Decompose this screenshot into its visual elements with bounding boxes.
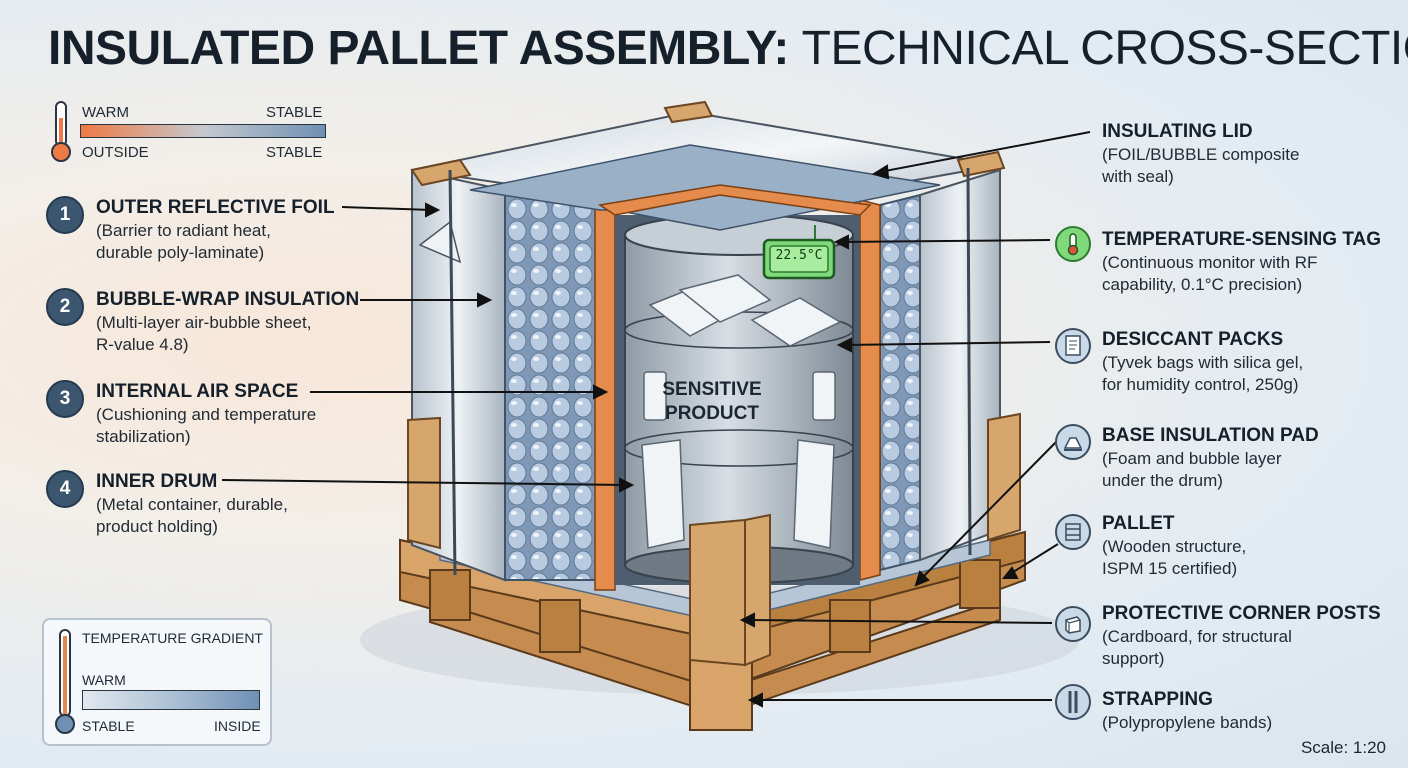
callout-description: (Metal container, durable, product holdi… (96, 495, 288, 536)
thermometer-icon (55, 629, 75, 734)
title-bold: INSULATED PALLET ASSEMBLY: (48, 22, 789, 75)
insulating-lid (411, 110, 1001, 231)
callout-number-1: 1 (46, 196, 84, 234)
callout-description: (FOIL/BUBBLE composite with seal) (1102, 145, 1300, 186)
legend-gradient-bar (80, 124, 326, 138)
callout-description: (Foam and bubble layer under the drum) (1102, 449, 1282, 490)
callout-description: (Wooden structure, ISPM 15 certified) (1102, 537, 1247, 578)
callout-description: (Tyvek bags with silica gel, for humidit… (1102, 353, 1304, 394)
callout-pallet: PALLET (Wooden structure, ISPM 15 certif… (1102, 512, 1246, 580)
gradient-warm-label: WARM (82, 672, 126, 688)
callout-description: (Cushioning and temperature stabilizatio… (96, 405, 317, 446)
strap-icon (1055, 684, 1091, 720)
legend-warm-label: WARM (82, 104, 129, 121)
callout-temperature-sensing-tag: TEMPERATURE-SENSING TAG (Continuous moni… (1102, 228, 1381, 296)
callout-number-3: 3 (46, 380, 84, 418)
callout-heading: PALLET (1102, 513, 1175, 534)
gradient-bar (82, 690, 260, 710)
base-pad-icon (1055, 424, 1091, 460)
callout-number-2: 2 (46, 288, 84, 326)
thermometer-icon (51, 101, 71, 162)
temperature-gradient-legend: TEMPERATURE GRADIENT WARM STABLE INSIDE (42, 618, 272, 746)
callout-protective-corner-posts: PROTECTIVE CORNER POSTS (Cardboard, for … (1102, 602, 1381, 670)
callout-heading: INNER DRUM (96, 471, 218, 492)
callout-description: (Cardboard, for structural support) (1102, 627, 1292, 668)
callout-description: (Barrier to radiant heat, durable poly-l… (96, 221, 271, 262)
callout-heading: INTERNAL AIR SPACE (96, 381, 299, 402)
temperature-scale-legend: WARM STABLE OUTSIDE STABLE (46, 98, 336, 168)
pallet-icon (1055, 514, 1091, 550)
gradient-inside-label: INSIDE (214, 718, 261, 734)
gradient-stable-label: STABLE (82, 718, 135, 734)
tag-temperature-readout: 22.5°C (775, 248, 823, 263)
title-light: TECHNICAL CROSS-SECTION (801, 22, 1408, 75)
callout-heading: BASE INSULATION PAD (1102, 425, 1319, 446)
bubble-wrap-left-layer (504, 188, 601, 581)
callout-description: (Polypropylene bands) (1102, 713, 1273, 732)
callout-bubble-wrap-insulation: BUBBLE-WRAP INSULATION (Multi-layer air-… (96, 288, 359, 356)
desiccant-packs (641, 274, 842, 549)
gradient-legend-title: TEMPERATURE GRADIENT (82, 630, 263, 646)
page-title: INSULATED PALLET ASSEMBLY: TECHNICAL CRO… (48, 20, 1408, 78)
protective-corner-posts (407, 100, 1021, 667)
callout-base-insulation-pad: BASE INSULATION PAD (Foam and bubble lay… (1102, 424, 1319, 492)
callout-strapping: STRAPPING (Polypropylene bands) (1102, 688, 1272, 734)
callout-heading: BUBBLE-WRAP INSULATION (96, 289, 360, 310)
callout-heading: INSULATING LID (1102, 121, 1253, 142)
callout-inner-drum: INNER DRUM (Metal container, durable, pr… (96, 470, 288, 538)
box-icon (1055, 606, 1091, 642)
leader-lines (221, 131, 1091, 708)
callout-heading: STRAPPING (1102, 689, 1213, 710)
temperature-sensing-tag (762, 225, 836, 280)
legend-outside-label: OUTSIDE (82, 144, 149, 161)
callout-desiccant-packs: DESICCANT PACKS (Tyvek bags with silica … (1102, 328, 1303, 396)
warm-inner-lining-right (859, 199, 881, 581)
callout-internal-air-space: INTERNAL AIR SPACE (Cushioning and tempe… (96, 380, 316, 448)
legend-stable-label: STABLE (266, 104, 323, 121)
scale-note: Scale: 1:20 (1300, 738, 1386, 757)
callout-description: (Multi-layer air-bubble sheet, R-value 4… (96, 313, 312, 354)
callout-number-4: 4 (46, 470, 84, 508)
legend-stable-label-2: STABLE (266, 144, 323, 161)
callout-heading: PROTECTIVE CORNER POSTS (1102, 603, 1381, 624)
callout-heading: DESICCANT PACKS (1102, 329, 1284, 350)
callout-insulating-lid: INSULATING LID (FOIL/BUBBLE composite wi… (1102, 120, 1299, 188)
thermometer-icon (1055, 226, 1091, 262)
document-icon (1055, 328, 1091, 364)
callout-description: (Continuous monitor with RF capability, … (1102, 253, 1318, 294)
strapping-bands (448, 167, 972, 576)
bubble-wrap-right-layer (879, 193, 921, 572)
callout-outer-reflective-foil: OUTER REFLECTIVE FOIL (Barrier to radian… (96, 196, 335, 264)
drum-product-label: SENSITIVE PRODUCT (662, 379, 762, 424)
callout-heading: OUTER REFLECTIVE FOIL (96, 197, 335, 218)
callout-heading: TEMPERATURE-SENSING TAG (1102, 229, 1382, 250)
